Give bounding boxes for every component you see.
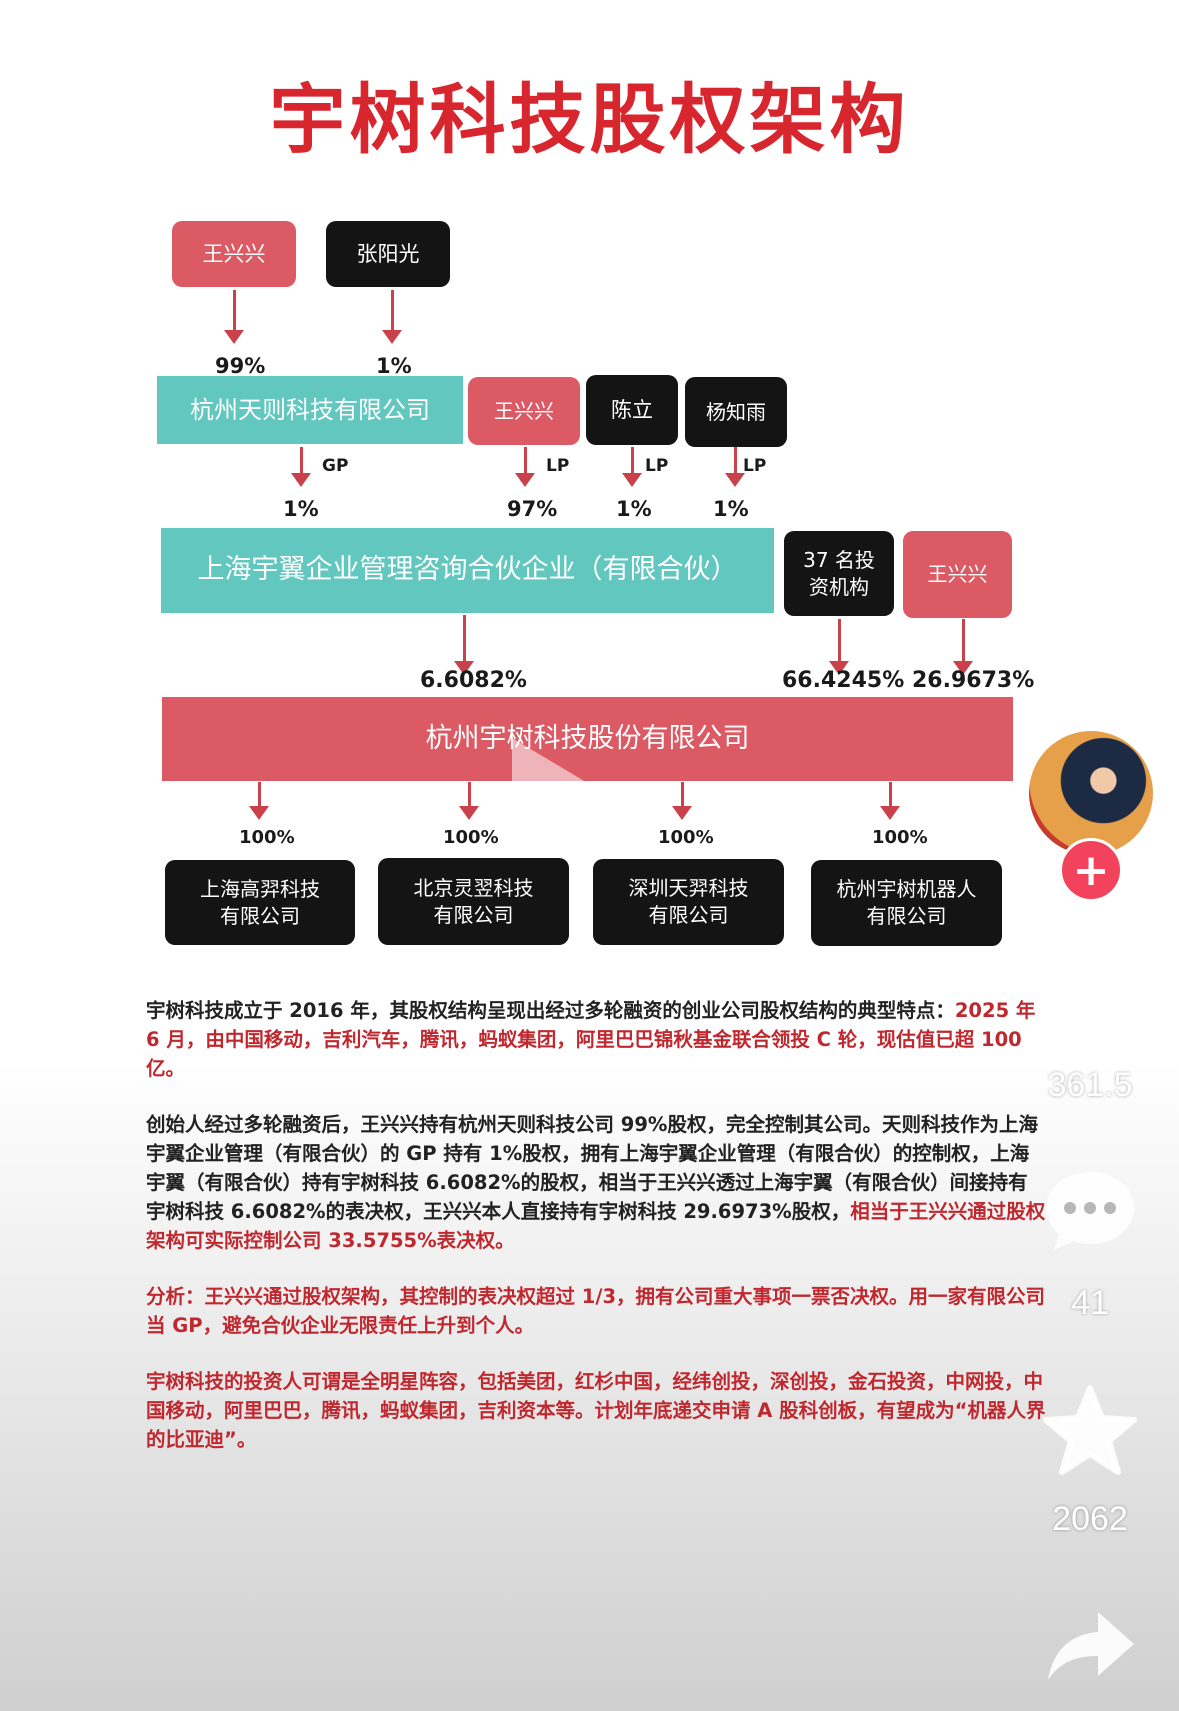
pct-yuyi-company: 6.6082% bbox=[420, 668, 527, 693]
arrow-chen-yuyi bbox=[631, 447, 634, 475]
subsidiary-suffix: 有限公司 bbox=[649, 902, 729, 929]
pct-sub-2: 100% bbox=[443, 827, 499, 848]
paragraph-analysis: 分析：王兴兴通过股权架构，其控制的表决权超过 1/3，拥有公司重大事项一票否决权… bbox=[146, 1282, 1046, 1340]
arrow-yang-yuyi bbox=[734, 447, 737, 475]
subsidiary-shanghai-box: 上海高羿科技 有限公司 bbox=[165, 860, 355, 945]
pct-yang-yuyi: 1% bbox=[713, 497, 749, 521]
share-arrow-icon bbox=[1042, 1606, 1138, 1686]
arrow-sub-2 bbox=[468, 782, 471, 808]
heart-icon bbox=[1042, 950, 1138, 1040]
arrow-investors-company bbox=[838, 619, 841, 663]
like-count: 361.5 bbox=[1020, 1066, 1160, 1105]
holder-wang-box: 王兴兴 bbox=[172, 221, 296, 287]
pct-sub-1: 100% bbox=[239, 827, 295, 848]
paragraph-control: 创始人经过多轮融资后，王兴兴持有杭州天则科技公司 99%股权，完全控制其公司。天… bbox=[146, 1110, 1046, 1255]
play-icon[interactable] bbox=[512, 738, 596, 838]
lp-tag-chen: LP bbox=[645, 456, 668, 476]
chat-bubble-icon bbox=[1042, 1168, 1138, 1254]
arrow-wang-tianze bbox=[233, 290, 236, 332]
intro-text: 宇树科技成立于 2016 年，其股权结构呈现出经过多轮融资的创业公司股权结构的典… bbox=[146, 999, 955, 1022]
pct-tianze-yuyi: 1% bbox=[283, 497, 319, 521]
follow-button[interactable]: + bbox=[1059, 838, 1123, 902]
paragraph-investors: 宇树科技的投资人可谓是全明星阵容，包括美团，红杉中国，经纬创投，深创投，金石投资… bbox=[146, 1367, 1046, 1454]
favorite-count: 2062 bbox=[1020, 1500, 1160, 1539]
arrow-sub-3 bbox=[681, 782, 684, 808]
like-icon[interactable] bbox=[1042, 950, 1138, 1044]
investors-box: 37 名投资机构 bbox=[784, 531, 894, 616]
pct-sub-4: 100% bbox=[872, 827, 928, 848]
page-title: 宇树科技股权架构 bbox=[0, 58, 1179, 168]
wang-direct-box: 王兴兴 bbox=[903, 531, 1012, 618]
gp-tag: GP bbox=[322, 456, 348, 476]
lp-yang-box: 杨知雨 bbox=[685, 377, 787, 447]
lp-chen-box: 陈立 bbox=[586, 375, 678, 445]
arrow-sub-1 bbox=[258, 782, 261, 808]
subsidiary-name: 北京灵翌科技 bbox=[414, 875, 534, 902]
pct-chen-yuyi: 1% bbox=[616, 497, 652, 521]
share-icon[interactable] bbox=[1042, 1606, 1138, 1690]
subsidiary-hangzhou-box: 杭州宇树机器人 有限公司 bbox=[811, 860, 1002, 946]
holder-zhang-box: 张阳光 bbox=[326, 221, 450, 287]
arrow-wang-yuyi bbox=[524, 447, 527, 475]
subsidiary-suffix: 有限公司 bbox=[220, 903, 300, 930]
lp-wang-box: 王兴兴 bbox=[468, 377, 580, 445]
subsidiary-name: 深圳天羿科技 bbox=[629, 875, 749, 902]
arrow-zhang-tianze bbox=[391, 290, 394, 332]
pct-sub-3: 100% bbox=[658, 827, 714, 848]
subsidiary-suffix: 有限公司 bbox=[434, 902, 514, 929]
paragraph-intro: 宇树科技成立于 2016 年，其股权结构呈现出经过多轮融资的创业公司股权结构的典… bbox=[146, 996, 1046, 1083]
pct-wang-company: 26.9673% bbox=[912, 668, 1034, 693]
arrow-tianze-yuyi bbox=[300, 447, 303, 475]
subsidiary-beijing-box: 北京灵翌科技 有限公司 bbox=[378, 858, 569, 945]
pct-wang-yuyi: 97% bbox=[507, 497, 557, 521]
star-icon bbox=[1042, 1384, 1138, 1476]
pct-investors-company: 66.4245% bbox=[782, 668, 904, 693]
pct-wang-tianze: 99% bbox=[215, 354, 265, 378]
arrow-sub-4 bbox=[889, 782, 892, 808]
tianze-company-box: 杭州天则科技有限公司 bbox=[157, 376, 463, 444]
favorite-icon[interactable] bbox=[1042, 1384, 1138, 1480]
arrow-wang-company bbox=[962, 619, 965, 663]
subsidiary-shenzhen-box: 深圳天羿科技 有限公司 bbox=[593, 859, 784, 945]
subsidiary-name: 杭州宇树机器人 bbox=[837, 876, 977, 903]
lp-tag-yang: LP bbox=[743, 456, 766, 476]
subsidiary-suffix: 有限公司 bbox=[867, 903, 947, 930]
pct-zhang-tianze: 1% bbox=[376, 354, 412, 378]
subsidiary-name: 上海高羿科技 bbox=[200, 876, 320, 903]
yuyi-partnership-box: 上海宇翼企业管理咨询合伙企业（有限合伙） bbox=[161, 528, 774, 613]
comment-count: 41 bbox=[1020, 1284, 1160, 1323]
lp-tag-wang: LP bbox=[546, 456, 569, 476]
comment-icon[interactable] bbox=[1042, 1168, 1138, 1258]
arrow-yuyi-company bbox=[463, 615, 466, 663]
